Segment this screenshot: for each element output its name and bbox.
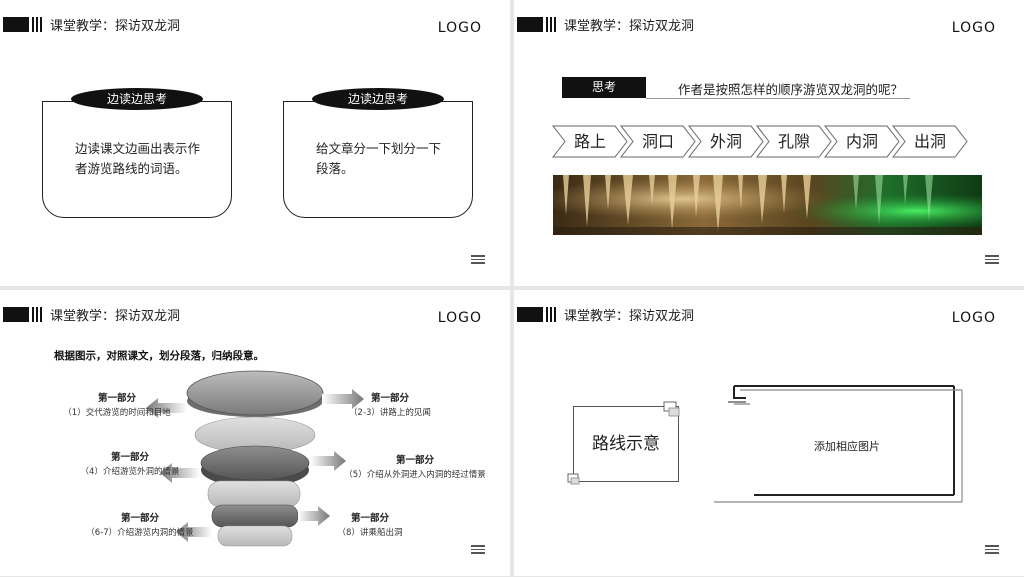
menu-icon[interactable]: [471, 545, 485, 554]
logo: LOGO: [437, 310, 482, 326]
header-black-bar: [517, 17, 543, 32]
card-text: 给文章分一下划分一下段落。: [316, 141, 442, 176]
slide-2[interactable]: 课堂教学：探访双龙洞 LOGO 思考 作者是按照怎样的顺序游览双龙洞的呢？ 路上…: [514, 0, 1024, 286]
slide-title: 课堂教学：探访双龙洞: [50, 309, 181, 324]
route-step-3: 外洞: [688, 125, 764, 158]
route-step-2: 洞口: [620, 125, 696, 158]
stacked-layers-diagram: [146, 370, 364, 547]
route-step-label: 路上: [573, 132, 606, 151]
part-desc: （4）介绍游览外洞的情景: [80, 467, 180, 477]
part-desc: （1）交代游览的时间和目地: [63, 408, 171, 418]
part-title: 第一部分: [370, 393, 409, 404]
menu-icon[interactable]: [471, 255, 485, 264]
card-tag: 边读边思考: [71, 88, 203, 110]
slide-3[interactable]: 课堂教学：探访双龙洞 LOGO 根据图示，对照课文，划分段落，归纳段意。: [0, 290, 510, 576]
think-tag: 思考: [562, 77, 646, 98]
logo: LOGO: [951, 310, 996, 326]
part-title: 第一部分: [110, 452, 149, 463]
divider-line: [646, 98, 910, 99]
route-step-label: 外洞: [709, 132, 742, 151]
route-step-label: 内洞: [845, 132, 878, 151]
menu-icon[interactable]: [985, 545, 999, 554]
header-black-bar: [3, 307, 29, 322]
header-black-bar: [517, 307, 543, 322]
header-stripes-icon: [546, 17, 556, 32]
cave-photo: [553, 175, 982, 235]
part-title: 第一部分: [120, 513, 159, 524]
part-item-4: 第一部分 （5）介绍从外洞进入内洞的经过情景: [340, 452, 490, 480]
frame-decoration: [567, 385, 963, 503]
reading-card-1: 边读边思考 边读课文边画出表示作者游览路线的词语。: [42, 88, 232, 218]
think-question: 作者是按照怎样的顺序游览双龙洞的呢？: [678, 82, 904, 97]
part-desc: （6-7）介绍游览内洞的情景: [86, 528, 194, 538]
card-text: 边读课文边画出表示作者游览路线的词语。: [75, 141, 201, 176]
route-diagram-label: 路线示意: [592, 434, 660, 454]
route-step-4: 孔隙: [756, 125, 832, 158]
part-desc: （2-3）讲路上的见闻: [349, 408, 431, 418]
part-item-3: 第一部分 （4）介绍游览外洞的情景: [45, 449, 215, 477]
instruction-text: 根据图示，对照课文，划分段落，归纳段意。: [54, 350, 264, 362]
part-desc: （5）介绍从外洞进入内洞的经过情景: [344, 470, 486, 480]
route-step-label: 孔隙: [777, 132, 810, 151]
menu-icon[interactable]: [985, 255, 999, 264]
part-item-2: 第一部分 （2-3）讲路上的见闻: [330, 390, 450, 418]
route-step-1: 路上: [552, 125, 628, 158]
header-black-bar: [3, 17, 29, 32]
slide-4[interactable]: 课堂教学：探访双龙洞 LOGO 路线示意 添加相应图片: [514, 290, 1024, 576]
route-step-6: 出洞: [892, 125, 968, 158]
header-stripes-icon: [546, 307, 556, 322]
slide-title: 课堂教学：探访双龙洞: [564, 309, 695, 324]
route-step-label: 洞口: [641, 132, 674, 151]
slide-title: 课堂教学：探访双龙洞: [50, 19, 181, 34]
route-step-label: 出洞: [913, 132, 946, 151]
logo: LOGO: [951, 20, 996, 36]
add-image-placeholder[interactable]: 添加相应图片: [814, 440, 880, 453]
part-title: 第一部分: [350, 513, 389, 524]
header-stripes-icon: [32, 17, 42, 32]
part-item-1: 第一部分 （1）交代游览的时间和目地: [32, 390, 202, 418]
header-stripes-icon: [32, 307, 42, 322]
part-title: 第一部分: [97, 393, 136, 404]
route-diagram-box: 路线示意: [573, 406, 679, 482]
part-item-5: 第一部分 （6-7）介绍游览内洞的情景: [55, 510, 225, 538]
part-item-6: 第一部分 （8）讲乘船出洞: [325, 510, 415, 538]
slide-title: 课堂教学：探访双龙洞: [564, 19, 695, 34]
part-title: 第一部分: [395, 455, 434, 466]
logo: LOGO: [437, 20, 482, 36]
reading-card-2: 边读边思考 给文章分一下划分一下段落。: [283, 88, 473, 218]
card-tag: 边读边思考: [312, 88, 444, 110]
part-desc: （8）讲乘船出洞: [337, 528, 403, 538]
route-step-5: 内洞: [824, 125, 900, 158]
slide-1[interactable]: 课堂教学：探访双龙洞 LOGO 边读边思考 边读课文边画出表示作者游览路线的词语…: [0, 0, 510, 286]
